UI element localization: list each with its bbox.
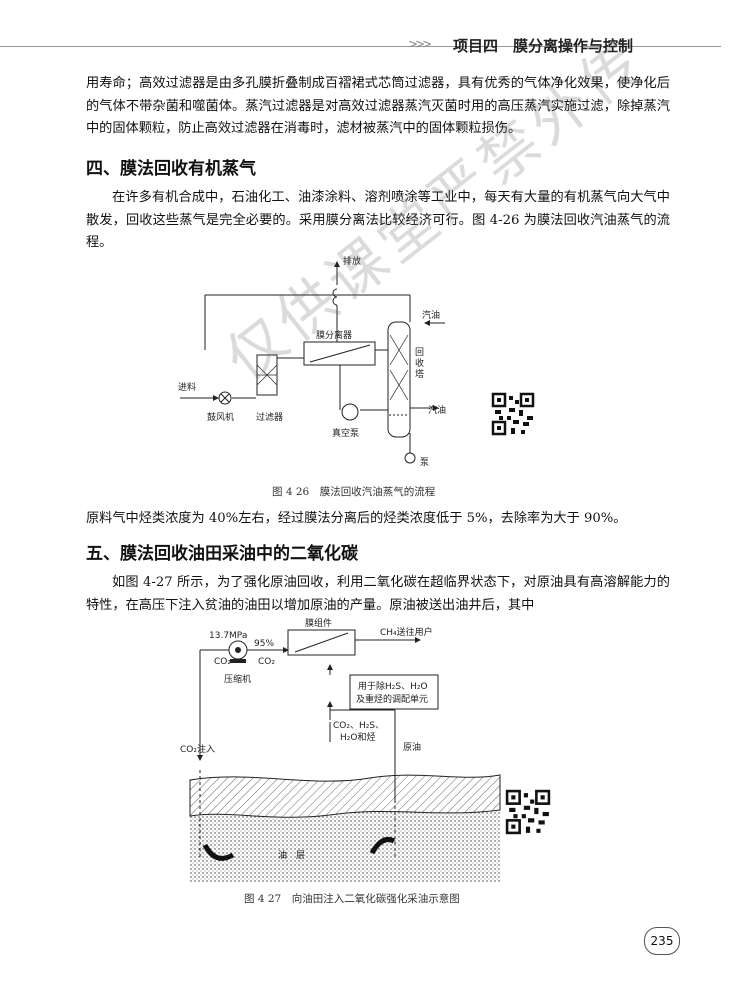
membrane-unit-label: 膜组件 [305, 617, 332, 629]
pressure-label: 13.7MPa [209, 631, 247, 641]
flow-arrow-left [202, 843, 235, 861]
compressor-label: 压缩机 [224, 673, 251, 685]
section-heading-4: 四、膜法回收有机蒸气 [86, 159, 256, 179]
adjustment-unit-line-1: 用于除H₂S、H₂O [358, 680, 428, 692]
header-decoration: >>> [408, 37, 432, 51]
purity-label: 95% [254, 639, 274, 649]
ch4-out-label: CH₄送往用户 [380, 626, 433, 638]
adjustment-unit-line-2: 及重烃的调配单元 [356, 693, 428, 705]
vacuum-pump-label: 真空泵 [332, 427, 359, 439]
membrane-label: 膜分离器 [316, 329, 352, 341]
tower-label-1: 回 [415, 347, 424, 358]
tower-label-3: 塔 [415, 368, 424, 380]
gasoline-in-label: 汽油 [422, 309, 440, 321]
header-rule [0, 46, 721, 47]
vent-label: 排放 [343, 255, 361, 267]
crude-oil-label: 原油 [403, 741, 421, 753]
figure-4-27-caption: 图 4 27 向油田注入二氧化碳强化采油示意图 [244, 893, 460, 905]
running-header-title: 项目四 膜分离操作与控制 [453, 37, 634, 55]
feed-label: 进料 [178, 381, 196, 393]
adjustment-unit-box [349, 674, 439, 710]
figure-4-27-diagram: 13.7MPa CO₂ 95% CO₂ 膜组件 CH₄送往用户 用于除H₂S、H… [180, 617, 501, 882]
flow-arrow-right [369, 837, 396, 855]
page-number: 235 [644, 927, 680, 955]
gas-composition-line-2: H₂O和烃 [340, 731, 375, 743]
section-heading-5: 五、膜法回收油田采油中的二氧化碳 [86, 544, 358, 564]
co2-injection-label: CO₂注入 [180, 743, 215, 755]
co2-left-label: CO₂ [214, 657, 231, 667]
oil-layer-label: 油 层 [278, 849, 305, 861]
blower-label: 鼓风机 [207, 411, 234, 423]
gas-composition-line-1: CO₂、H₂S、 [333, 721, 384, 731]
tower-label-2: 收 [415, 357, 424, 369]
figure-4-26-caption: 图 4 26 膜法回收汽油蒸气的流程 [272, 486, 436, 498]
section-4-paragraph: 在许多有机合成中，石油化工、油漆涂料、溶剂喷涂等工业中，每天有大量的有机蒸气向大… [86, 190, 670, 250]
section-5-paragraph: 如图 4-27 所示，为了强化原油回收，利用二氧化碳在超临界状态下，对原油具有高… [86, 575, 670, 613]
qr-code-icon[interactable] [505, 789, 551, 835]
qr-code-icon[interactable] [491, 392, 535, 436]
co2-mid-label: CO₂ [258, 657, 275, 667]
paragraph-filters: 用寿命；高效过滤器是由多孔膜折叠制成百褶裙式芯筒过滤器，具有优秀的气体净化效果，… [86, 76, 670, 136]
paragraph-concentration: 原料气中烃类浓度为 40%左右，经过膜法分离后的烃类浓度低于 5%，去除率为大于… [86, 511, 627, 526]
filter-label: 过滤器 [256, 411, 283, 423]
figure-4-26-diagram: 排放 膜分离器 汽油 回 收 塔 进料 鼓风机 过滤器 真空泵 汽油 泵 [178, 255, 446, 468]
recovery-tower-icon [387, 321, 411, 438]
vacuum-pump-icon [341, 403, 359, 421]
gasoline-out-label: 汽油 [428, 404, 446, 416]
pump-icon [404, 452, 416, 464]
pump-label: 泵 [420, 457, 429, 468]
